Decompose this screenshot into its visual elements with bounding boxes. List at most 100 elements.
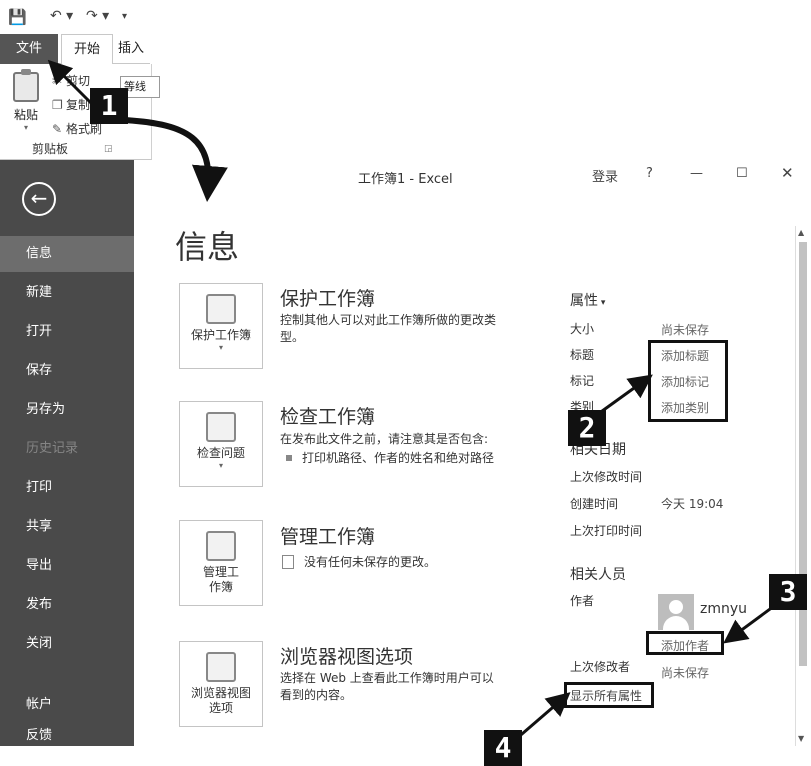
scrollbar-thumb[interactable]: [799, 242, 807, 666]
step-marker-2: 2: [568, 410, 606, 446]
tab-home[interactable]: 开始: [61, 34, 113, 65]
protect-workbook-button[interactable]: 保护工作簿 ▾: [179, 283, 263, 369]
scroll-up-icon[interactable]: ▲: [798, 228, 805, 237]
redo-button[interactable]: ↷ ▾: [86, 8, 110, 24]
created-value: 今天 19:04: [661, 497, 724, 511]
sidebar-item-feedback[interactable]: 反馈: [26, 728, 53, 743]
help-icon[interactable]: ?: [646, 166, 653, 181]
sidebar-item-save[interactable]: 保存: [26, 363, 53, 378]
lock-icon: [206, 294, 236, 324]
back-arrow-icon[interactable]: ←: [22, 182, 56, 216]
scrollbar[interactable]: ▲ ▼: [795, 226, 809, 746]
close-icon[interactable]: ✕: [781, 164, 794, 182]
step-marker-1: 1: [90, 88, 128, 124]
protect-workbook-title: 保护工作簿: [280, 288, 376, 310]
paste-button[interactable]: 粘贴 ▾: [8, 69, 44, 132]
format-painter-label: 格式刷: [66, 122, 103, 136]
clipboard-icon: [13, 69, 39, 102]
page-title: 信息: [175, 228, 240, 266]
maximize-icon[interactable]: ☐: [736, 166, 748, 181]
inspect-workbook-desc: 在发布此文件之前，请注意其是否包含:: [280, 432, 489, 446]
sidebar-item-account[interactable]: 帐户: [26, 697, 53, 712]
size-value: 尚未保存: [661, 323, 710, 337]
browser-view-icon: [206, 652, 236, 682]
sidebar-item-print[interactable]: 打印: [26, 480, 53, 495]
minimize-icon[interactable]: —: [690, 166, 703, 181]
browser-view-options-button[interactable]: 浏览器视图 选项: [179, 641, 263, 727]
arrow-step4: [514, 692, 571, 742]
step-marker-3: 3: [769, 574, 807, 610]
manage-workbook-button-label-line2: 作簿: [208, 580, 233, 594]
sidebar-item-new[interactable]: 新建: [26, 285, 53, 300]
tab-file[interactable]: 文件: [0, 34, 58, 64]
dialog-launcher-icon[interactable]: ◲: [104, 144, 113, 154]
title-field[interactable]: 添加标题: [661, 349, 710, 363]
customize-qat-button[interactable]: ▾: [122, 11, 128, 22]
sidebar-item-close[interactable]: 关闭: [26, 636, 53, 651]
inspect-workbook-title: 检查工作簿: [280, 406, 376, 428]
arrow-step1-to-info: [123, 117, 228, 202]
sidebar-item-save-as[interactable]: 另存为: [26, 402, 66, 417]
sidebar-item-publish[interactable]: 发布: [26, 597, 53, 612]
author-name: zmnyu: [700, 601, 748, 617]
document-icon: [282, 555, 294, 569]
add-author-field[interactable]: 添加作者: [661, 639, 710, 653]
author-label: 作者: [570, 594, 595, 608]
check-issues-button[interactable]: 检查问题 ▾: [179, 401, 263, 487]
sidebar-item-info[interactable]: 信息: [0, 236, 134, 272]
browser-view-title: 浏览器视图选项: [280, 646, 414, 668]
title-label: 标题: [570, 348, 595, 362]
backstage-view: ← 信息 新建 打开 保存 另存为 历史记录 打印 共享 导出 发布 关闭 帐户…: [0, 160, 811, 766]
check-issues-button-label: 检查问题: [196, 446, 245, 460]
protect-workbook-button-label: 保护工作簿: [190, 328, 251, 342]
inspect-workbook-bullet: 打印机路径、作者的姓名和绝对路径: [280, 450, 500, 467]
chevron-down-icon: ▾: [218, 461, 223, 470]
paste-dropdown-icon[interactable]: ▾: [23, 123, 28, 132]
people-heading: 相关人员: [570, 567, 626, 583]
backstage-sidebar: ← 信息 新建 打开 保存 另存为 历史记录 打印 共享 导出 发布 关闭 帐户…: [0, 160, 134, 746]
format-painter-button[interactable]: ✎格式刷: [52, 120, 102, 137]
highlight-box-add-author: [646, 631, 724, 655]
font-name-select[interactable]: 等线: [120, 76, 160, 98]
tab-insert[interactable]: 插入: [118, 41, 145, 56]
sidebar-item-export[interactable]: 导出: [26, 558, 53, 573]
clipboard-group-label: 剪贴板: [31, 142, 68, 156]
properties-heading-label: 属性: [570, 293, 598, 309]
sign-in-link[interactable]: 登录: [592, 170, 619, 185]
bullet-icon: [286, 455, 292, 461]
brush-icon: ✎: [52, 122, 63, 136]
copy-icon: ❐: [52, 98, 63, 112]
manage-workbook-desc-text: 没有任何未保存的更改。: [304, 555, 437, 569]
protect-workbook-desc: 控制其他人可以对此工作簿所做的更改类型。: [280, 313, 497, 344]
inspect-icon: [206, 412, 236, 442]
dates-heading: 相关日期: [570, 442, 626, 458]
undo-button[interactable]: ↶ ▾: [50, 8, 74, 24]
manage-workbook-button[interactable]: 管理工 作簿: [179, 520, 263, 606]
tags-field[interactable]: 添加标记: [661, 375, 710, 389]
copy-label: 复制: [66, 98, 91, 112]
arrow-step2: [597, 374, 653, 416]
paste-label: 粘贴: [13, 108, 38, 122]
inspect-bullet-text: 打印机路径、作者的姓名和绝对路径: [302, 451, 495, 465]
chevron-down-icon: ▾: [598, 298, 606, 308]
sidebar-item-open[interactable]: 打开: [26, 324, 53, 339]
last-modified-by-label: 上次修改者: [570, 660, 631, 674]
properties-heading[interactable]: 属性 ▾: [570, 290, 605, 310]
category-field[interactable]: 添加类别: [661, 401, 710, 415]
show-all-properties-link[interactable]: 显示所有属性: [570, 689, 643, 703]
avatar: [658, 594, 694, 630]
tags-label: 标记: [570, 374, 595, 388]
save-icon[interactable]: 💾: [8, 8, 27, 26]
sidebar-item-share[interactable]: 共享: [26, 519, 53, 534]
scroll-down-icon[interactable]: ▼: [798, 734, 805, 743]
manage-workbook-button-label-line1: 管理工: [202, 565, 239, 579]
browser-view-button-label-line1: 浏览器视图: [190, 686, 251, 700]
copy-button[interactable]: ❐复制: [52, 96, 90, 113]
manage-workbook-title: 管理工作簿: [280, 526, 376, 548]
sidebar-item-history: 历史记录: [26, 441, 79, 456]
last-modified-by-value: 尚未保存: [661, 666, 710, 680]
quick-access-toolbar: 💾 ↶ ▾ ↷ ▾ ▾: [0, 0, 150, 34]
manage-icon: [206, 531, 236, 561]
window-title: 工作簿1 - Excel: [358, 172, 453, 187]
chevron-down-icon: ▾: [218, 343, 223, 352]
